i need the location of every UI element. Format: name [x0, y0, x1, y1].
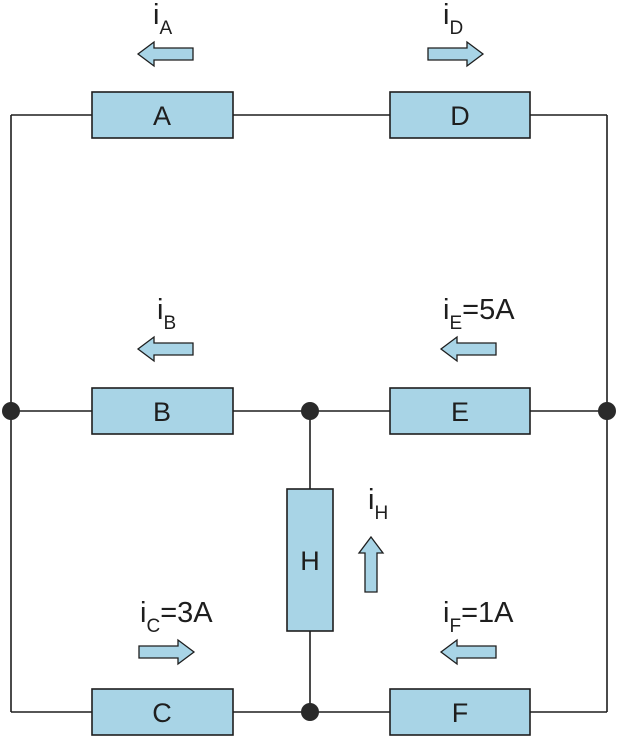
- current-arrows: [136, 40, 497, 666]
- arrow-ie-left-icon: [439, 335, 497, 363]
- label-ih-symbol: i: [368, 484, 374, 516]
- label-ie: iE=5A: [443, 294, 515, 334]
- resistor-b-box: [91, 387, 234, 435]
- resistor-h: H: [286, 488, 334, 632]
- resistor-h-box: [286, 488, 334, 632]
- resistor-b: B: [91, 387, 234, 435]
- resistor-f-label: F: [452, 698, 469, 728]
- resistor-c-box: [91, 688, 234, 736]
- label-ib-sub: B: [163, 313, 176, 334]
- resistor-e-label: E: [451, 397, 469, 427]
- resistor-e: E: [389, 387, 531, 435]
- label-ih: iH: [368, 484, 388, 524]
- label-ic: iC=3A: [140, 597, 213, 637]
- resistor-e-box: [389, 387, 531, 435]
- label-ib-symbol: i: [157, 294, 163, 326]
- resistor-d: D: [389, 91, 531, 139]
- label-ie-symbol: i: [443, 294, 449, 326]
- resistor-c: C: [91, 688, 234, 736]
- label-ie-sub: E: [449, 313, 462, 334]
- current-labels: iA iD iB iE=5A iH iC=3A iF=1A: [140, 0, 515, 637]
- label-id-symbol: i: [443, 0, 449, 31]
- resistor-c-label: C: [152, 698, 172, 728]
- label-ib: iB: [157, 294, 176, 334]
- resistor-a-label: A: [153, 101, 171, 131]
- arrow-if-left-icon: [439, 638, 497, 666]
- arrow-id-right-icon: [427, 40, 485, 68]
- resistor-a-box: [91, 91, 234, 139]
- resistor-h-label: H: [300, 546, 320, 576]
- label-ic-value: =3A: [160, 597, 213, 629]
- node-left: [2, 402, 20, 420]
- label-if-sub: F: [449, 616, 461, 637]
- resistor-d-box: [389, 91, 531, 139]
- resistor-f-box: [389, 688, 531, 736]
- node-center-top: [301, 402, 319, 420]
- label-ic-symbol: i: [140, 597, 146, 629]
- label-if-symbol: i: [443, 597, 449, 629]
- label-ih-sub: H: [374, 503, 388, 524]
- arrow-ih-up-icon: [357, 535, 385, 593]
- label-id: iD: [443, 0, 463, 39]
- node-right: [598, 402, 616, 420]
- resistor-b-label: B: [153, 397, 171, 427]
- arrow-ib-left-icon: [136, 335, 194, 363]
- label-if-value: =1A: [461, 597, 514, 629]
- label-if: iF=1A: [443, 597, 514, 637]
- node-center-bottom: [301, 703, 319, 721]
- label-ie-value: =5A: [462, 294, 515, 326]
- label-ia-sub: A: [159, 18, 172, 39]
- resistor-d-label: D: [450, 101, 470, 131]
- label-ia-symbol: i: [153, 0, 159, 31]
- resistor-a: A: [91, 91, 234, 139]
- resistor-f: F: [389, 688, 531, 736]
- arrow-ia-left-icon: [136, 40, 194, 68]
- label-ia: iA: [153, 0, 172, 39]
- label-ic-sub: C: [146, 616, 160, 637]
- arrow-ic-right-icon: [138, 638, 196, 666]
- junction-nodes: [2, 402, 616, 721]
- label-id-sub: D: [449, 18, 463, 39]
